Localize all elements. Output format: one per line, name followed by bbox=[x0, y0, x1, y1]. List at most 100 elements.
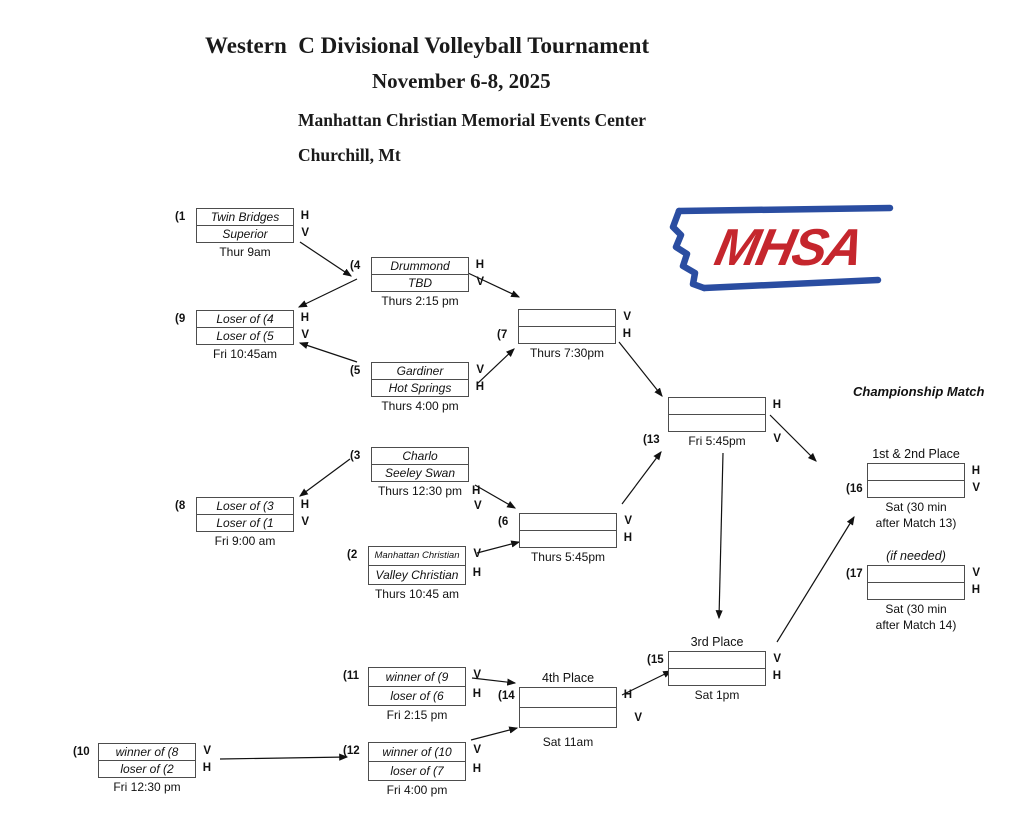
match-7: (7 V H Thurs 7:30pm bbox=[497, 309, 631, 360]
home-visitor-letter: H bbox=[472, 763, 481, 775]
home-visitor-letter: V bbox=[474, 500, 482, 512]
team-name: Loser of (4 bbox=[216, 312, 274, 326]
match-8-time: Fri 9:00 am bbox=[214, 534, 276, 548]
team-name: Loser of (1 bbox=[216, 515, 274, 530]
team-slot bbox=[518, 325, 616, 344]
team-slot: Superior bbox=[196, 224, 294, 243]
home-visitor-letter: V bbox=[473, 548, 481, 560]
home-visitor-letter: V bbox=[624, 515, 632, 527]
match-1-box: Twin Bridges Superior bbox=[196, 208, 294, 243]
home-visitor-letter: H bbox=[472, 567, 481, 579]
match-15-box bbox=[668, 651, 766, 686]
match-13: (13 H V Fri 5:45pm bbox=[643, 397, 781, 448]
team-slot bbox=[518, 309, 616, 327]
match-4-number: (4 bbox=[350, 260, 361, 272]
team-name: Loser of (3 bbox=[216, 499, 274, 513]
match-2: (2 Manhattan Christian Valley Christian … bbox=[347, 546, 481, 601]
home-visitor-letter: H bbox=[472, 688, 481, 700]
home-visitor-letter: H bbox=[772, 670, 781, 682]
match-7-time: Thurs 7:30pm bbox=[529, 346, 605, 360]
home-visitor-letter: H bbox=[971, 584, 980, 596]
team-slot: Gardiner bbox=[371, 362, 469, 380]
team-name: Gardiner bbox=[396, 364, 444, 378]
match-7-number: (7 bbox=[497, 329, 508, 341]
title-line-3: Manhattan Christian Memorial Events Cent… bbox=[298, 110, 647, 130]
home-visitor-letter: H bbox=[300, 499, 309, 511]
team-slot bbox=[867, 565, 965, 583]
team-slot: Seeley Swan bbox=[371, 463, 469, 482]
title-line-2: November 6-8, 2025 bbox=[372, 69, 551, 93]
home-visitor-letter: V bbox=[476, 276, 484, 288]
team-slot bbox=[519, 687, 617, 708]
match-14-box bbox=[519, 687, 617, 728]
match-14-number: (14 bbox=[498, 690, 515, 702]
team-slot: loser of (2 bbox=[98, 759, 196, 778]
match-12-box: winner of (10 loser of (7 bbox=[368, 742, 466, 781]
match-16: 1st & 2nd Place (16 H V Sat (30 min afte… bbox=[846, 447, 980, 530]
team-name: Manhattan Christian bbox=[374, 550, 460, 562]
match-17-time: Sat (30 min bbox=[885, 602, 947, 616]
match-1: (1 Twin Bridges Superior H V Thur 9am bbox=[175, 208, 309, 259]
team-name: Superior bbox=[222, 226, 268, 241]
match-16-time-2: after Match 13) bbox=[875, 516, 957, 530]
team-slot bbox=[668, 397, 766, 415]
match-1-time: Thur 9am bbox=[219, 245, 271, 259]
team-name: Drummond bbox=[390, 259, 450, 273]
match-13-time: Fri 5:45pm bbox=[688, 434, 746, 448]
team-slot bbox=[519, 706, 617, 728]
match-17-time-2: after Match 14) bbox=[875, 618, 957, 632]
home-visitor-letter: V bbox=[301, 516, 309, 528]
match-16-box bbox=[867, 463, 965, 498]
match-8-number: (8 bbox=[175, 500, 186, 512]
match-12-time: Fri 4:00 pm bbox=[386, 783, 448, 797]
home-visitor-letter: V bbox=[473, 744, 481, 756]
home-visitor-letter: V bbox=[634, 712, 642, 724]
match-9-box: Loser of (4 Loser of (5 bbox=[196, 310, 294, 345]
match-10-number: (10 bbox=[73, 746, 90, 758]
team-slot: loser of (6 bbox=[368, 685, 466, 706]
team-name: Seeley Swan bbox=[384, 465, 456, 480]
team-slot: winner of (8 bbox=[98, 743, 196, 761]
home-visitor-letter: V bbox=[473, 669, 481, 681]
home-visitor-letter: H bbox=[475, 381, 484, 393]
match-11: (11 winner of (9 loser of (6 V H Fri 2:1… bbox=[343, 667, 481, 722]
team-slot bbox=[668, 651, 766, 669]
team-slot: Loser of (5 bbox=[196, 326, 294, 345]
team-slot: Loser of (1 bbox=[196, 513, 294, 532]
match-9: (9 Loser of (4 Loser of (5 H V Fri 10:45… bbox=[175, 310, 309, 361]
home-visitor-letter: V bbox=[972, 567, 980, 579]
match-16-time: Sat (30 min bbox=[885, 500, 947, 514]
team-slot bbox=[668, 667, 766, 686]
home-visitor-letter: H bbox=[300, 312, 309, 324]
match-17-heading: (if needed) bbox=[886, 549, 946, 563]
match-16-number: (16 bbox=[846, 483, 863, 495]
team-name: winner of (9 bbox=[385, 670, 449, 684]
match-3-time: Thurs 12:30 pm bbox=[377, 484, 463, 498]
team-name: Charlo bbox=[402, 449, 438, 463]
team-slot: Loser of (3 bbox=[196, 497, 294, 515]
match-14-time: Sat 11am bbox=[542, 735, 594, 749]
match-5: (5 Gardiner Hot Springs V H Thurs 4:00 p… bbox=[350, 362, 484, 413]
team-slot: winner of (9 bbox=[368, 667, 466, 687]
match-10-time: Fri 12:30 pm bbox=[113, 780, 181, 794]
match-4-box: Drummond TBD bbox=[371, 257, 469, 292]
team-slot: Valley Christian bbox=[368, 564, 466, 585]
home-visitor-letter: V bbox=[301, 227, 309, 239]
match-13-number: (13 bbox=[643, 434, 660, 446]
home-visitor-letter: H bbox=[475, 259, 484, 271]
match-9-number: (9 bbox=[175, 313, 186, 325]
match-8-box: Loser of (3 Loser of (1 bbox=[196, 497, 294, 532]
match-11-time: Fri 2:15 pm bbox=[386, 708, 448, 722]
team-slot: Hot Springs bbox=[371, 378, 469, 397]
match-15-time: Sat 1pm bbox=[694, 688, 740, 702]
match-3-number: (3 bbox=[350, 450, 361, 462]
team-name: Valley Christian bbox=[375, 567, 459, 582]
match-14: 4th Place (14 H V Sat 11am bbox=[498, 671, 642, 749]
match-6-time: Thurs 5:45pm bbox=[530, 550, 606, 564]
match-7-box bbox=[518, 309, 616, 344]
team-name: Hot Springs bbox=[388, 380, 452, 395]
team-name: winner of (10 bbox=[382, 745, 452, 759]
title-line-4: Churchill, Mt bbox=[298, 145, 401, 165]
match-6-box bbox=[519, 513, 617, 548]
match-10-box: winner of (8 loser of (2 bbox=[98, 743, 196, 778]
